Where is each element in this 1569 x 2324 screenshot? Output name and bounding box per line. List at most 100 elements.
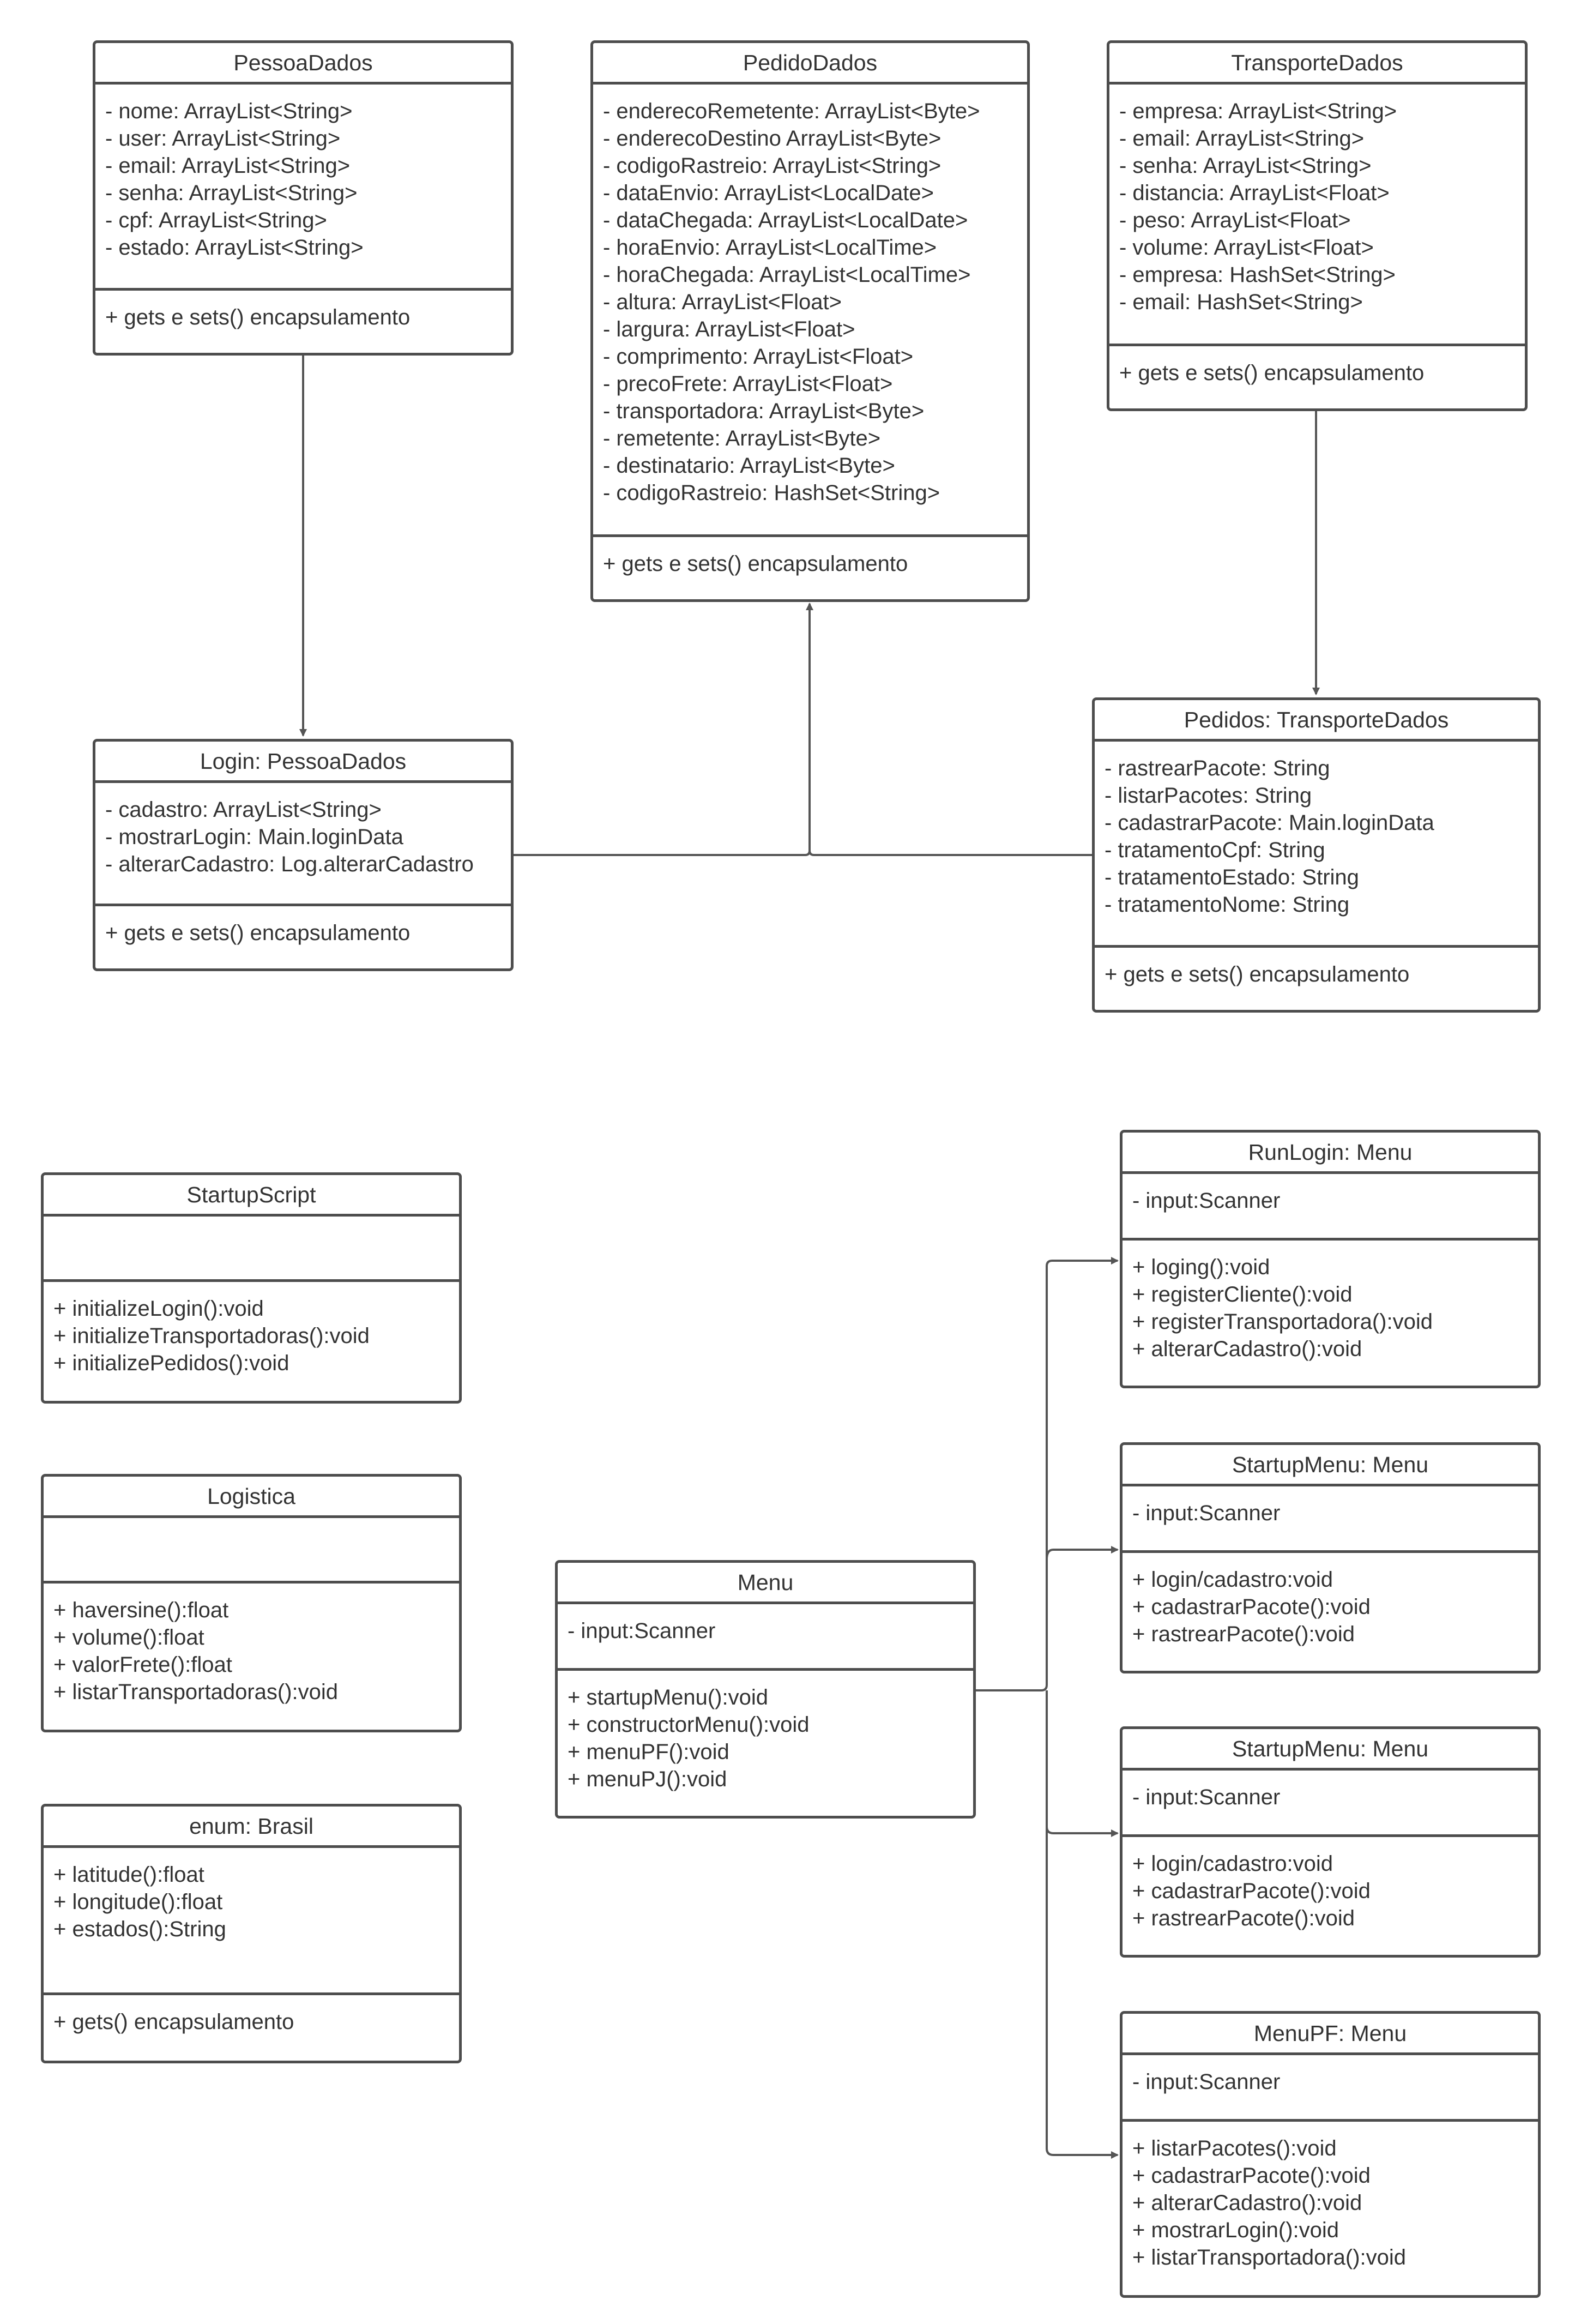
class-title: StartupMenu: Menu [1123,1729,1538,1771]
method: + initializePedidos():void [53,1351,289,1375]
method: + gets e sets() encapsulamento [105,305,411,329]
attribute: + latitude():float [53,1863,204,1887]
methods-section: + gets e sets() encapsulamento [1095,948,1538,988]
attribute: - tratamentoCpf: String [1105,838,1325,862]
class-enum-brasil: enum: Brasil + latitude():float + longit… [41,1804,462,2063]
attributes-section [44,1518,459,1584]
attributes-section: - empresa: ArrayList<String> - email: Ar… [1109,85,1525,346]
method: + menuPJ():void [568,1767,727,1791]
attribute: - horaChegada: ArrayList<LocalTime> [603,263,971,287]
class-menu: Menu - input:Scanner + startupMenu():voi… [555,1560,976,1819]
attributes-section [44,1217,459,1282]
attribute: - horaEnvio: ArrayList<LocalTime> [603,236,937,260]
attribute: - cpf: ArrayList<String> [105,208,327,232]
attribute: - rastrearPacote: String [1105,756,1330,780]
attribute: - distancia: ArrayList<Float> [1119,181,1390,205]
attribute: - precoFrete: ArrayList<Float> [603,372,893,396]
methods-section: + gets e sets() encapsulamento [1109,346,1525,387]
method: + valorFrete():float [53,1653,232,1677]
method: + gets e sets() encapsulamento [105,921,411,945]
class-title: RunLogin: Menu [1123,1133,1538,1174]
attribute: - altura: ArrayList<Float> [603,290,842,314]
method: + constructorMenu():void [568,1713,810,1737]
class-title: StartupMenu: Menu [1123,1445,1538,1486]
attribute: - dataChegada: ArrayList<LocalDate> [603,208,968,232]
class-transporte-dados: TransporteDados - empresa: ArrayList<Str… [1107,40,1528,411]
class-title: Menu [558,1563,973,1604]
class-title: StartupScript [44,1175,459,1217]
attribute: - input:Scanner [1132,1501,1281,1525]
methods-section: + gets e sets() encapsulamento [95,906,511,947]
methods-section: + listarPacotes():void + cadastrarPacote… [1123,2122,1538,2271]
attribute: - cadastrarPacote: Main.loginData [1105,811,1434,835]
attribute: - input:Scanner [1132,2070,1281,2094]
method: + menuPF():void [568,1740,729,1764]
class-pedidos: Pedidos: TransporteDados - rastrearPacot… [1092,697,1541,1013]
method: + listarTransportadora():void [1132,2245,1407,2269]
menu-branch-down [1046,1690,1119,2159]
method: + haversine():float [53,1598,229,1622]
methods-section: + login/cadastro:void + cadastrarPacote(… [1123,1837,1538,1932]
method: + initializeTransportadoras():void [53,1324,370,1348]
attribute: - user: ArrayList<String> [105,127,341,150]
attribute: - peso: ArrayList<Float> [1119,208,1351,232]
attribute: + longitude():float [53,1890,223,1914]
class-login: Login: PessoaDados - cadastro: ArrayList… [93,739,514,971]
method: + rastrearPacote():void [1132,1622,1355,1646]
attribute: - largura: ArrayList<Float> [603,317,855,341]
attributes-section: - rastrearPacote: String - listarPacotes… [1095,742,1538,948]
methods-section: + initializeLogin():void + initializeTra… [44,1282,459,1377]
attribute: - empresa: ArrayList<String> [1119,99,1397,123]
class-title: TransporteDados [1109,43,1525,85]
attribute: - enderecoRemetente: ArrayList<Byte> [603,99,980,123]
attribute: - estado: ArrayList<String> [105,236,364,260]
attribute: - nome: ArrayList<String> [105,99,353,123]
line-pedidos-to-pedido [808,850,1092,856]
class-title: MenuPF: Menu [1123,2014,1538,2055]
method: + cadastrarPacote():void [1132,1879,1371,1903]
method: + login/cadastro:void [1132,1568,1333,1592]
class-title: PedidoDados [593,43,1027,85]
method: + gets e sets() encapsulamento [1119,361,1425,385]
attribute: - input:Scanner [1132,1785,1281,1809]
attributes-section: - input:Scanner [558,1604,973,1671]
method: + listarTransportadoras():void [53,1680,339,1704]
method: + registerTransportadora():void [1132,1310,1433,1334]
method: + alterarCadastro():void [1132,1337,1362,1361]
class-title: PessoaDados [95,43,511,85]
attribute: - tratamentoEstado: String [1105,865,1359,889]
method: + cadastrarPacote():void [1132,1595,1371,1619]
arrow-login-to-pedido [512,603,813,856]
methods-section: + startupMenu():void + constructorMenu()… [558,1671,973,1793]
method: + registerCliente():void [1132,1283,1353,1307]
attributes-section: - nome: ArrayList<String> - user: ArrayL… [95,85,511,291]
attribute: - empresa: HashSet<String> [1119,263,1396,287]
attribute: - dataEnvio: ArrayList<LocalDate> [603,181,934,205]
attribute: - transportadora: ArrayList<Byte> [603,399,925,423]
method: + initializeLogin():void [53,1297,264,1321]
class-title: Pedidos: TransporteDados [1095,700,1538,742]
menu-branch-main [976,1257,1119,1691]
methods-section: + gets() encapsulamento [44,1995,459,2036]
method: + rastrearPacote():void [1132,1906,1355,1930]
method: + loging():void [1132,1255,1270,1279]
class-title: Login: PessoaDados [95,742,511,783]
attributes-section: - enderecoRemetente: ArrayList<Byte> - e… [593,85,1027,537]
class-menu-pf: MenuPF: Menu - input:Scanner + listarPac… [1120,2011,1541,2298]
attribute: - email: HashSet<String> [1119,290,1363,314]
attribute: - alterarCadastro: Log.alterarCadastro [105,852,474,876]
attribute: - listarPacotes: String [1105,784,1312,808]
class-title: enum: Brasil [44,1807,459,1848]
method: + gets e sets() encapsulamento [1105,962,1410,986]
attributes-section: - input:Scanner [1123,1486,1538,1553]
menu-branch-stub1 [1046,1546,1119,1560]
attribute: - senha: ArrayList<String> [105,181,358,205]
class-run-login: RunLogin: Menu - input:Scanner + loging(… [1120,1130,1541,1388]
method: + login/cadastro:void [1132,1852,1333,1876]
attribute: - cadastro: ArrayList<String> [105,798,382,822]
attribute: - input:Scanner [568,1619,716,1643]
class-startup-menu-2: StartupMenu: Menu - input:Scanner + logi… [1120,1726,1541,1958]
method: + alterarCadastro():void [1132,2191,1362,2215]
method: + startupMenu():void [568,1685,768,1709]
